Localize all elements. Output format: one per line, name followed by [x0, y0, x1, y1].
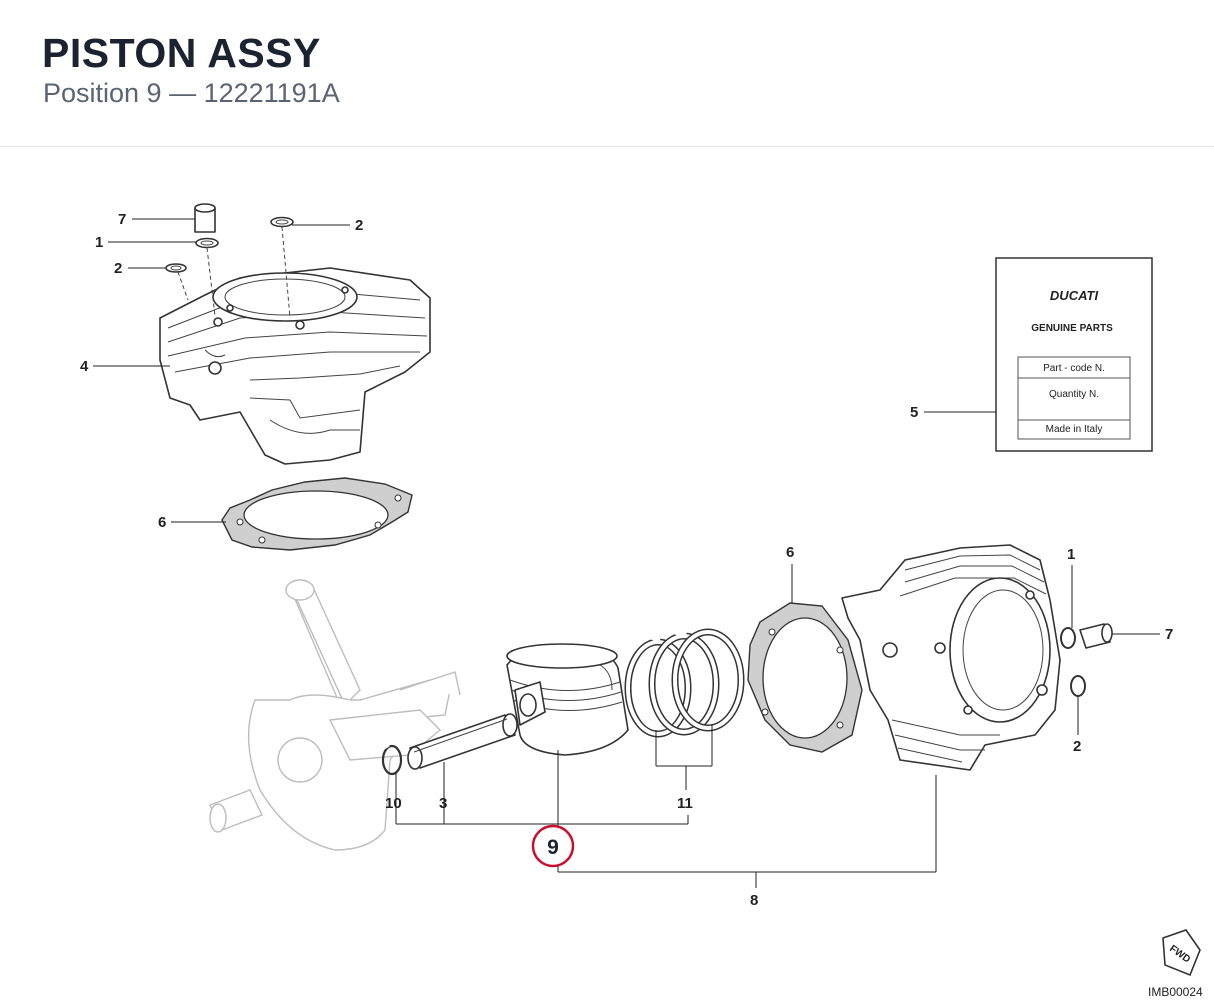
label-quantity: Quantity N. — [1049, 389, 1099, 400]
base-gasket-lower — [747, 602, 863, 753]
fwd-direction-icon: FWD — [1162, 929, 1201, 977]
dowel-top — [194, 203, 216, 233]
page-title: PISTON ASSY — [42, 30, 321, 76]
page-subtitle: Position 9 — 12221191A — [43, 78, 340, 108]
label-brand: DUCATI — [1050, 288, 1099, 303]
callout-1-top: 1 — [95, 234, 103, 251]
spare-parts-label: DUCATI GENUINE PARTS Part - code N. Quan… — [995, 257, 1153, 452]
callout-8: 8 — [750, 892, 758, 909]
callout-1-right: 1 — [1067, 546, 1075, 563]
wrist-pin — [407, 713, 518, 770]
callout-2-top-left: 2 — [114, 260, 122, 277]
callout-6-bottom: 6 — [786, 544, 794, 561]
callout-10: 10 — [385, 795, 402, 812]
circlip — [381, 743, 403, 776]
callout-11: 11 — [677, 795, 693, 812]
callout-7-top: 7 — [118, 211, 126, 228]
cylinder-upper — [159, 203, 431, 465]
label-heading: GENUINE PARTS — [1031, 323, 1113, 334]
piston — [506, 643, 629, 756]
callout-6-top: 6 — [158, 514, 166, 531]
callout-5: 5 — [910, 404, 918, 421]
cylinder-lower — [841, 544, 1061, 771]
oring-top-3 — [270, 216, 294, 228]
callout-9: 9 — [547, 836, 559, 859]
dowel-right — [1060, 623, 1113, 697]
base-gasket-upper — [221, 477, 413, 551]
callout-2-right: 2 — [1073, 738, 1081, 755]
image-code: IMB00024 — [1148, 985, 1203, 999]
piston-rings — [624, 628, 745, 738]
page-header: PISTON ASSY Position 9 — 12221191A — [0, 0, 1214, 147]
callout-3: 3 — [439, 795, 447, 812]
label-made-in: Made in Italy — [1046, 424, 1103, 435]
callout-4: 4 — [80, 358, 89, 375]
leader-lines — [93, 218, 1160, 888]
oring-top-2 — [165, 263, 187, 273]
oring-top-1 — [195, 237, 219, 249]
callout-labels: 7 1 2 2 4 6 5 6 1 7 2 10 3 11 8 — [80, 211, 1173, 909]
label-part-code: Part - code N. — [1043, 363, 1105, 374]
callout-7-right: 7 — [1165, 626, 1173, 643]
crankshaft — [209, 579, 461, 851]
callout-9-highlight[interactable]: 9 — [531, 824, 575, 868]
callout-2-top-right: 2 — [355, 217, 363, 234]
